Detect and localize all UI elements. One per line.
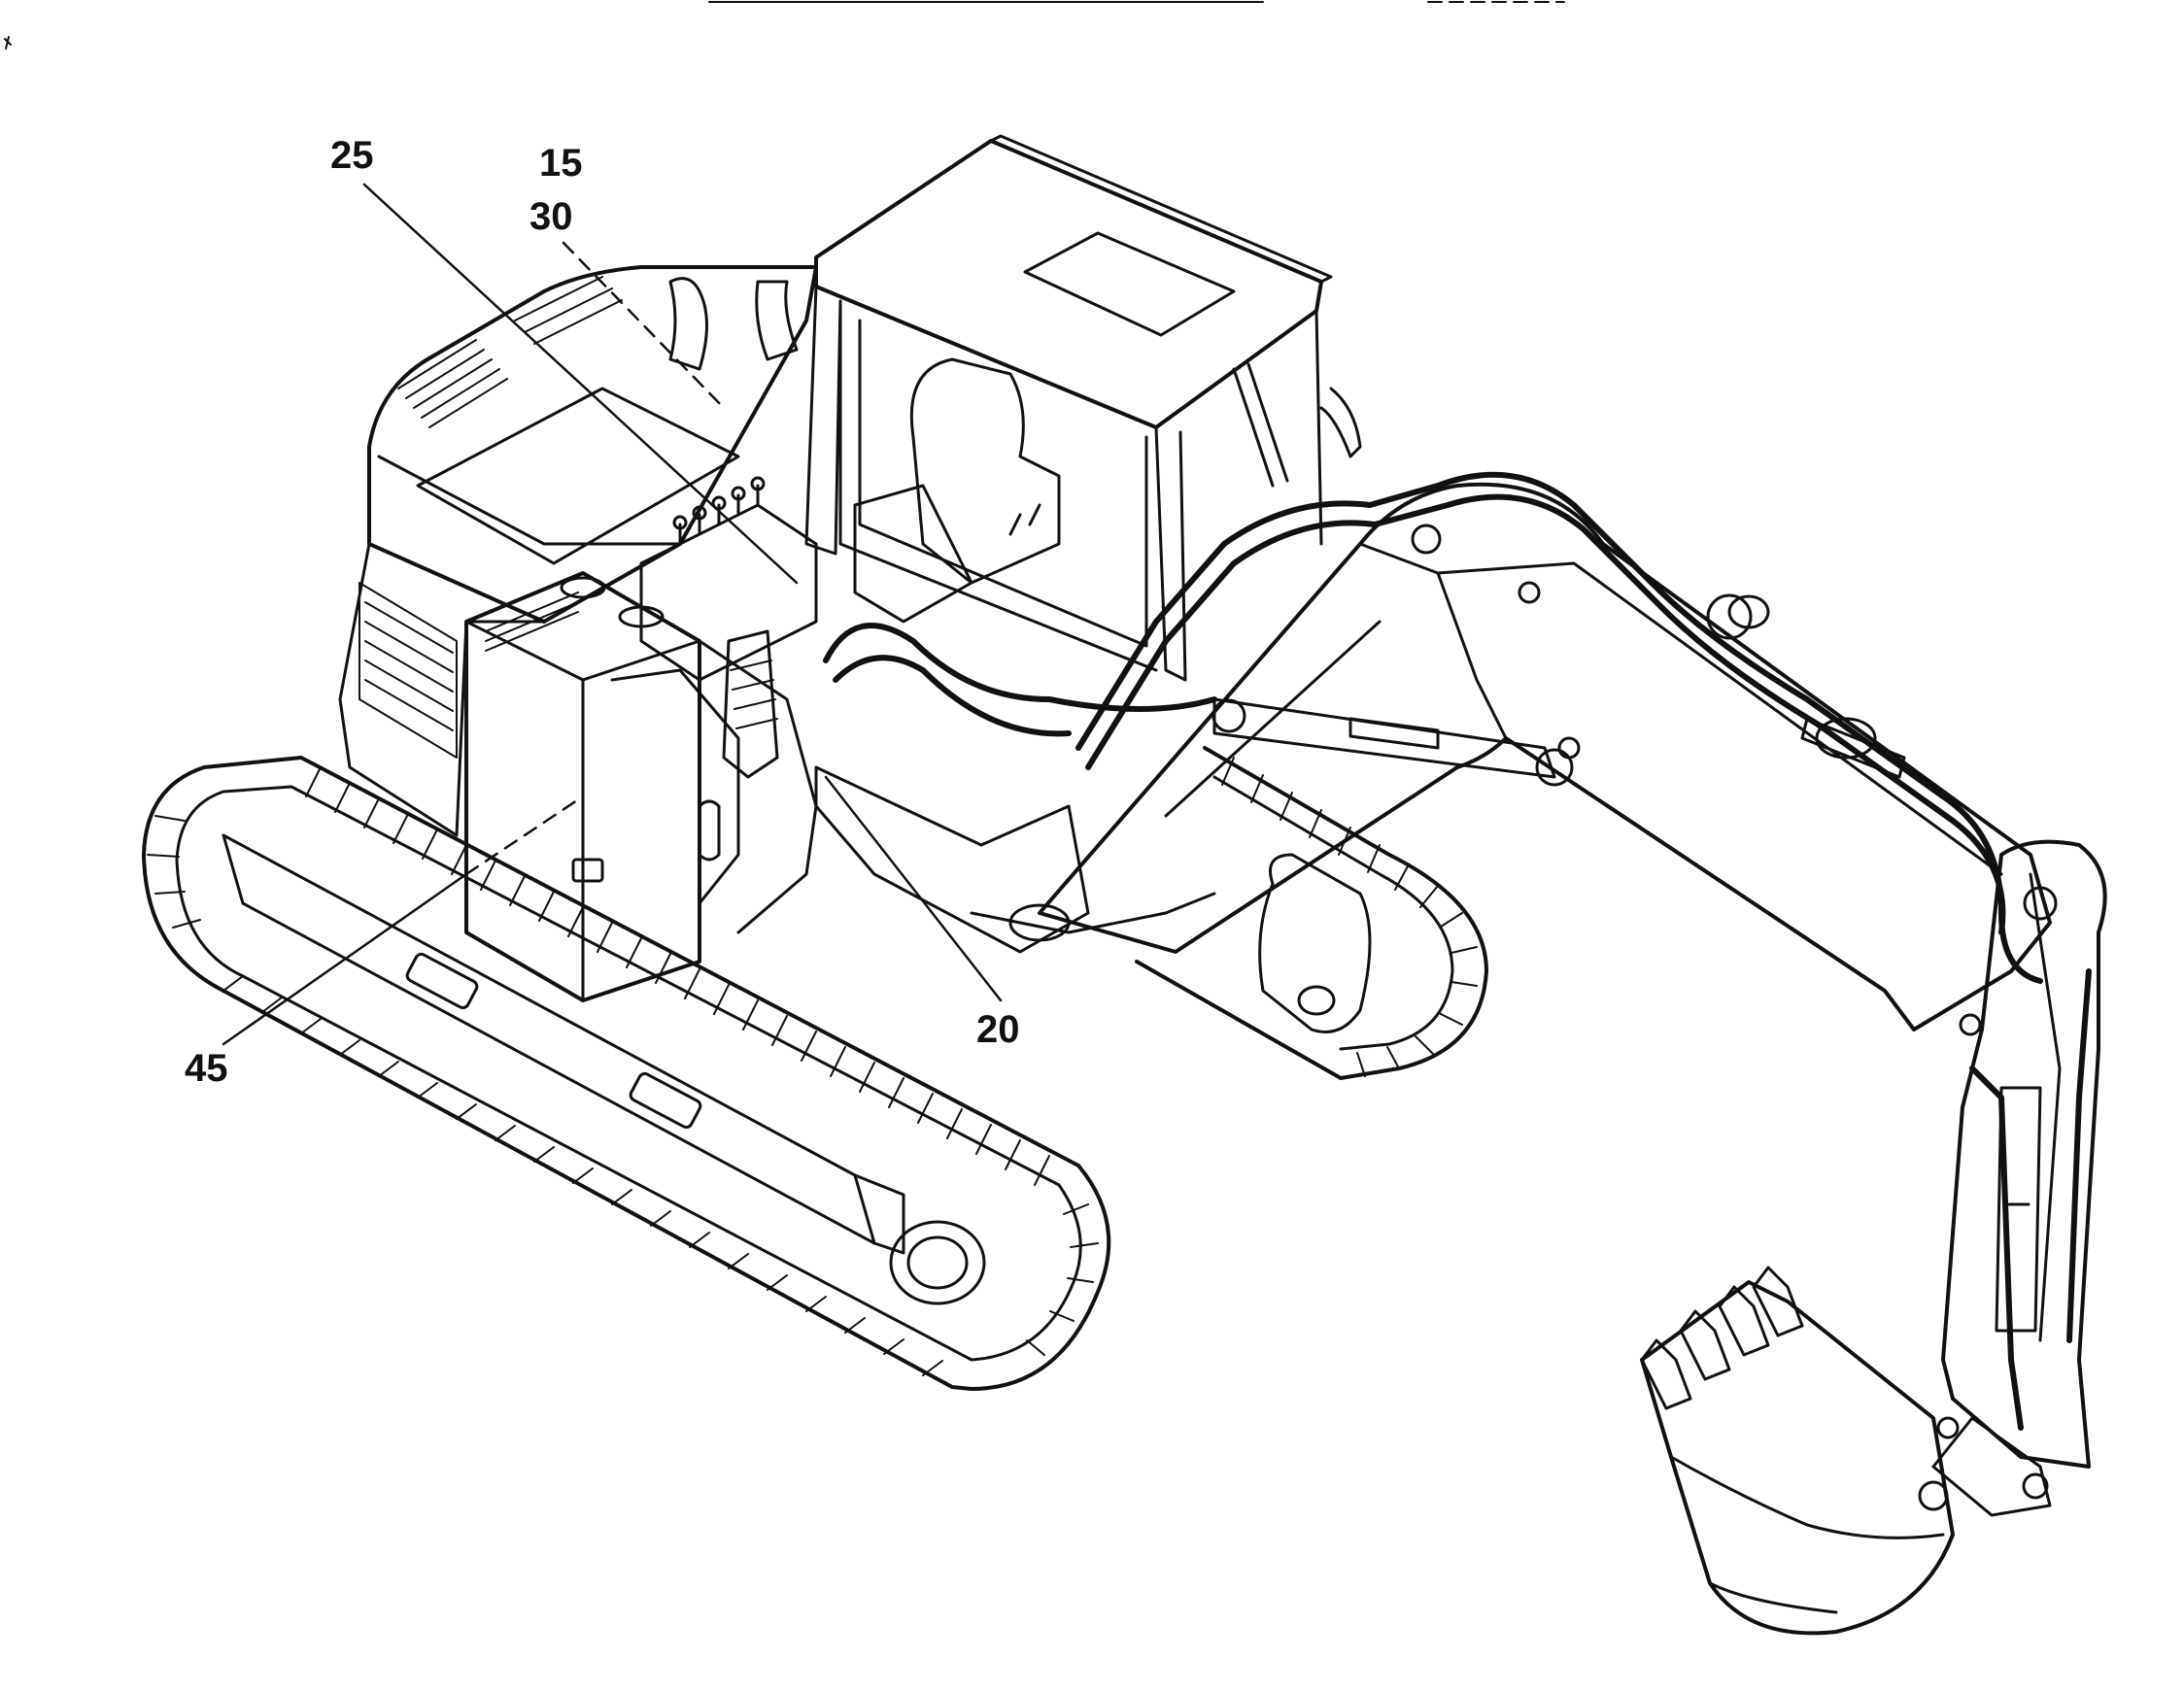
cab (804, 134, 1362, 682)
callout-label-45: 45 (185, 1047, 228, 1090)
upper-house (338, 265, 1216, 1002)
right-track (1135, 746, 1488, 1080)
callout-label-20: 20 (976, 1008, 1020, 1051)
boom (823, 471, 2052, 1032)
leader-lines (222, 183, 1003, 1046)
bucket (1640, 1266, 1960, 1636)
arm (1931, 839, 2107, 1517)
scan-marks (4, 1, 1565, 50)
left-track (142, 756, 1111, 1391)
callout-label-25: 25 (330, 134, 374, 177)
callout-label-15: 15 (539, 142, 583, 185)
callout-label-30: 30 (529, 195, 573, 238)
